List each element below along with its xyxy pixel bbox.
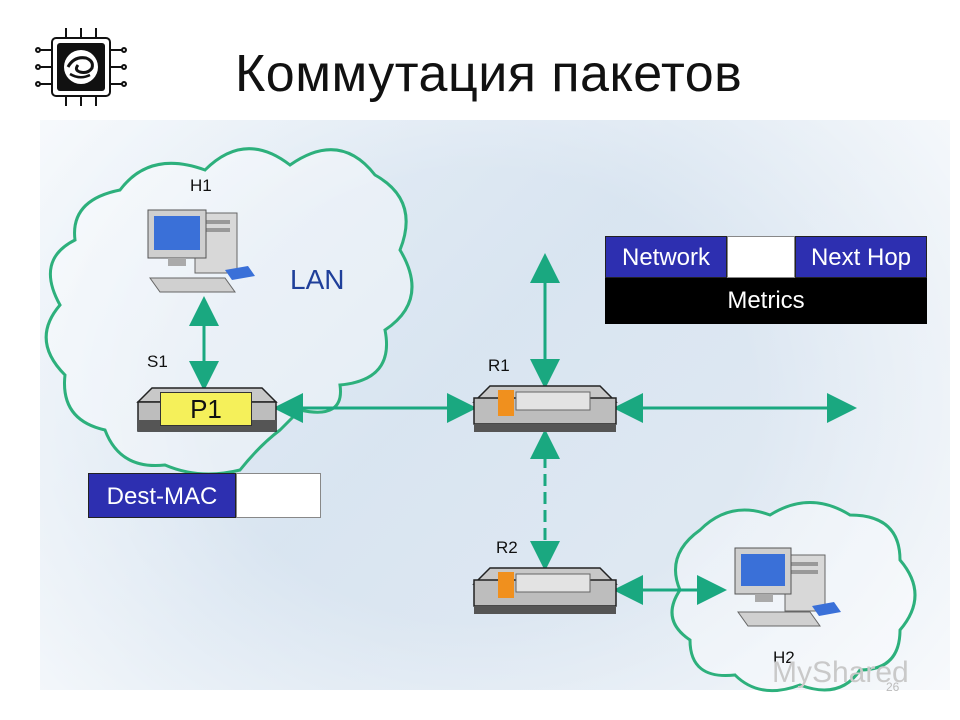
label-r2: R2 [496,538,518,557]
rt-metrics-cell: Metrics [605,278,927,324]
label-h1: H1 [190,176,212,195]
label-lan: LAN [290,264,345,295]
page-number: 26 [886,680,900,694]
router-r1-icon [472,385,618,432]
label-s1: S1 [147,352,168,371]
watermark: MyShared [772,656,909,689]
rt-empty-cell [727,236,795,278]
packet-p1: P1 [160,392,252,426]
frame-header: Dest-MAC [88,473,321,518]
rt-next-hop-cell: Next Hop [795,236,927,278]
computer-h1-icon [147,209,255,293]
label-r1: R1 [488,356,510,375]
dest-mac-value-cell [236,473,321,518]
rt-network-cell: Network [605,236,727,278]
label-h2: H2 [773,648,795,667]
dest-mac-cell: Dest-MAC [88,473,236,518]
routing-table: Network Next Hop Metrics [605,236,927,324]
slide-title: Коммутация пакетов [235,45,743,103]
router-r2-icon [472,567,618,614]
chip-logo-icon [35,28,127,106]
computer-h2-icon [734,547,841,627]
